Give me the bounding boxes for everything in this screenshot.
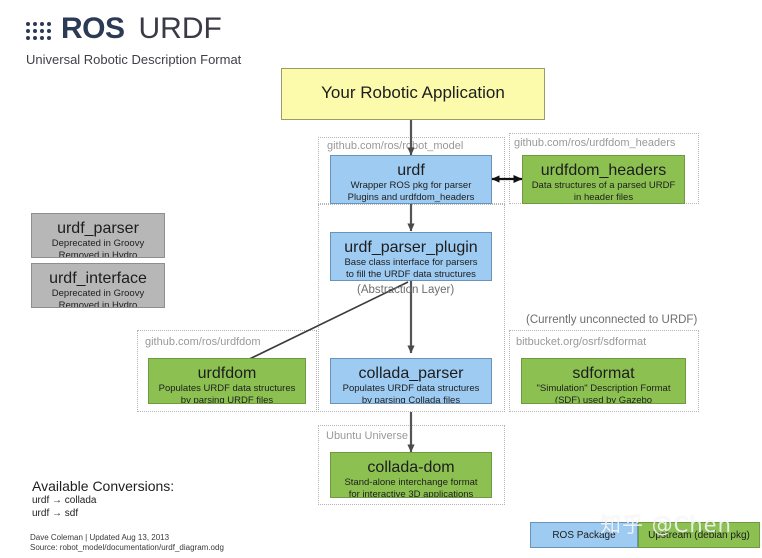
ros-dot-grid-icon: [26, 21, 51, 40]
node-desc-2: to fill the URDF data structures: [346, 269, 476, 280]
credit-block: Dave Coleman | Updated Aug 13, 2013 Sour…: [30, 533, 224, 553]
node-desc-1: Deprecated in Groovy: [51, 238, 145, 249]
node-title: urdf_parser_plugin: [344, 239, 478, 256]
node-desc-1: Data structures of a parsed URDF: [531, 180, 676, 191]
node-urdf[interactable]: urdf Wrapper ROS pkg for parser Plugins …: [330, 155, 492, 204]
node-desc-2: in header files: [573, 192, 634, 203]
node-desc-2: (SDF) used by Gazebo: [554, 395, 653, 404]
node-title: urdfdom: [197, 365, 257, 382]
node-desc-2: Removed in Hydro: [58, 250, 138, 258]
node-collada-parser[interactable]: collada_parser Populates URDF data struc…: [330, 358, 492, 404]
node-urdf-interface[interactable]: urdf_interface Deprecated in Groovy Remo…: [31, 263, 165, 308]
legend-ros-package: ROS Package: [530, 522, 638, 548]
node-desc-1: Base class interface for parsers: [344, 257, 478, 268]
ros-wordmark: ROS: [61, 12, 125, 45]
node-title: urdf_parser: [57, 220, 139, 237]
group-label-urdfdom-headers: github.com/ros/urdfdom_headers: [514, 137, 676, 149]
page-subtitle: Universal Robotic Description Format: [26, 52, 242, 67]
group-label-robot-model: github.com/ros/robot_model: [327, 140, 464, 152]
node-title: Your Robotic Application: [321, 83, 505, 102]
group-sdformat: [509, 330, 699, 412]
node-title: collada_parser: [358, 365, 464, 382]
node-desc-1: Stand-alone interchange format: [344, 477, 478, 488]
legend-upstream-package: Upstream (debian pkg): [638, 522, 760, 548]
conversion-line: urdf → collada: [32, 495, 97, 506]
node-urdf-parser[interactable]: urdf_parser Deprecated in Groovy Removed…: [31, 213, 165, 258]
node-desc-2: Removed in Hydro: [58, 300, 138, 308]
watermark: 知乎 @Chen: [600, 513, 732, 537]
node-your-robotic-application[interactable]: Your Robotic Application: [281, 68, 545, 120]
page-title: URDF: [138, 12, 222, 45]
conversions-title: Available Conversions:: [32, 478, 175, 494]
node-urdfdom[interactable]: urdfdom Populates URDF data structures b…: [148, 358, 306, 404]
credit-source: Source: robot_model/documentation/urdf_d…: [30, 543, 224, 552]
node-title: sdformat: [572, 365, 635, 382]
group-label-urdfdom: github.com/ros/urdfdom: [145, 336, 261, 348]
note-abstraction-layer: (Abstraction Layer): [357, 284, 455, 296]
node-desc-1: Deprecated in Groovy: [51, 288, 145, 299]
logo-row: ROS URDF: [26, 14, 241, 44]
node-urdfdom-headers[interactable]: urdfdom_headers Data structures of a par…: [522, 155, 685, 204]
available-conversions: Available Conversions: urdf → collada ur…: [32, 478, 174, 520]
legend-label: Upstream (debian pkg): [648, 529, 750, 541]
group-urdfdom: [137, 330, 317, 412]
node-desc-1: Populates URDF data structures: [158, 383, 296, 394]
node-sdformat[interactable]: sdformat "Simulation" Description Format…: [521, 358, 686, 404]
legend-label: ROS Package: [552, 529, 616, 541]
node-desc-1: "Simulation" Description Format: [536, 383, 671, 394]
node-title: urdf_interface: [49, 270, 147, 287]
group-label-sdformat: bitbucket.org/osrf/sdformat: [516, 336, 647, 348]
page-header: ROS URDF Universal Robotic Description F…: [26, 14, 241, 67]
group-label-ubuntu-universe: Ubuntu Universe: [326, 430, 408, 442]
node-urdf-parser-plugin[interactable]: urdf_parser_plugin Base class interface …: [330, 232, 492, 281]
node-desc-2: by parsing URDF files: [180, 395, 274, 404]
node-desc-1: Populates URDF data structures: [342, 383, 480, 394]
node-desc-2: for interactive 3D applications: [348, 489, 474, 498]
node-title: collada-dom: [367, 459, 455, 476]
node-title: urdf: [397, 162, 425, 179]
node-desc-2: by parsing Collada files: [361, 395, 461, 404]
conversion-line: urdf → sdf: [32, 508, 79, 519]
node-desc-1: Wrapper ROS pkg for parser: [350, 180, 472, 191]
node-title: urdfdom_headers: [540, 162, 667, 179]
credit-author: Dave Coleman | Updated Aug 13, 2013: [30, 533, 170, 542]
note-unconnected-to-urdf: (Currently unconnected to URDF): [526, 314, 698, 326]
node-collada-dom[interactable]: collada-dom Stand-alone interchange form…: [330, 452, 492, 498]
node-desc-2: Plugins and urdfdom_headers: [347, 192, 475, 203]
